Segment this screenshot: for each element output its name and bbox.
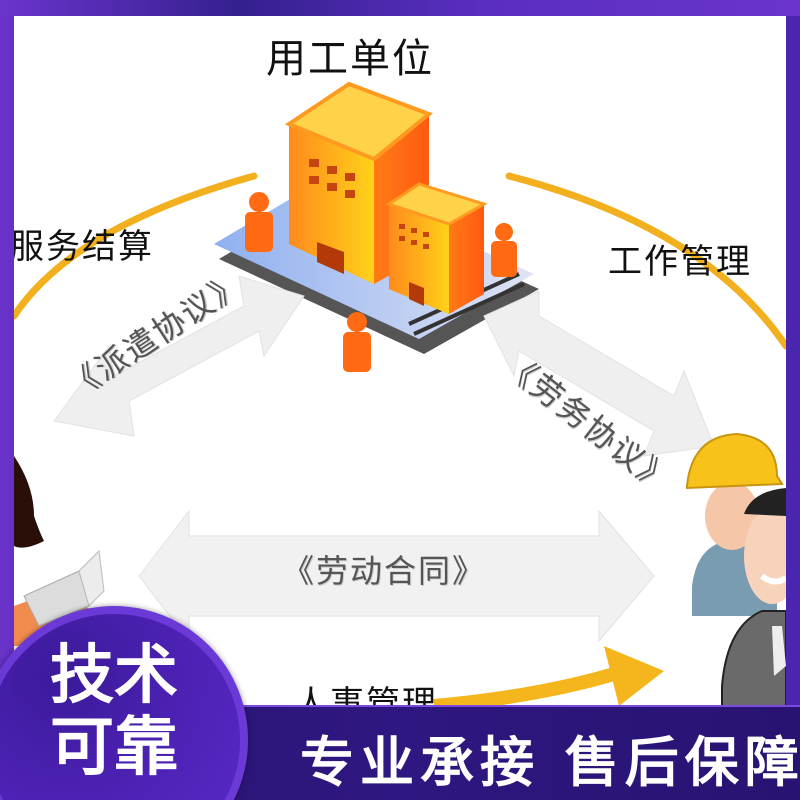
agreement-labor-contract: 《劳动合同》 <box>282 552 487 590</box>
cycle-label-hr-management: 人事管理 <box>294 684 438 706</box>
diagram-canvas: 用工单位 <box>14 16 786 706</box>
badge-line-2: 可靠 <box>50 711 178 785</box>
frame-top <box>0 0 800 16</box>
woman-with-laptop-icon <box>14 456 105 646</box>
banner-slogan: 专业承接 售后保障 <box>300 731 800 794</box>
double-arrows <box>53 275 715 643</box>
cycle-label-work-management: 工作管理 <box>608 242 752 282</box>
center-node-label: 用工单位 <box>266 36 434 82</box>
workers-group-icon <box>686 432 786 706</box>
badge-line-1: 技术 <box>50 639 178 713</box>
badge-text: 技术 可靠 <box>50 640 210 784</box>
cycle-arcs <box>14 172 786 706</box>
cycle-label-service-settlement: 服务结算 <box>14 227 154 267</box>
office-buildings-icon <box>214 81 539 372</box>
